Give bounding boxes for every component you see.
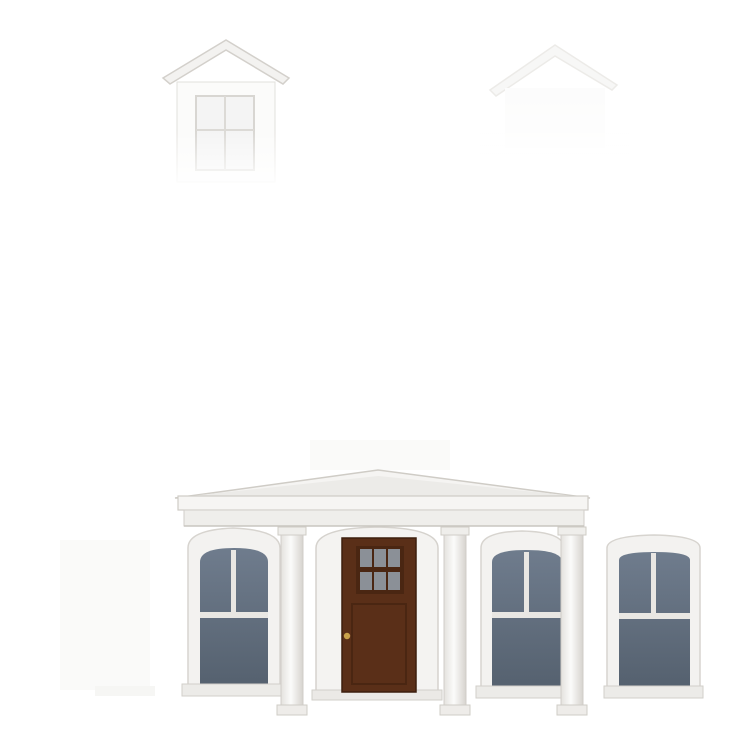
portico-pediment (174, 469, 591, 527)
left-dormer (160, 39, 295, 190)
left-wall-ghost (60, 540, 155, 696)
portico-ghost-wall (310, 440, 450, 470)
center-right-arched-window (475, 530, 569, 699)
portico-columns (276, 526, 588, 716)
door-glass-panes (360, 549, 400, 590)
column-1 (276, 526, 308, 716)
column-3 (556, 526, 588, 716)
far-right-window (603, 534, 704, 699)
door-knob-icon (343, 632, 351, 640)
front-door (341, 537, 417, 693)
left-arched-window (181, 527, 287, 697)
right-dormer (480, 44, 630, 155)
column-2 (439, 526, 471, 716)
